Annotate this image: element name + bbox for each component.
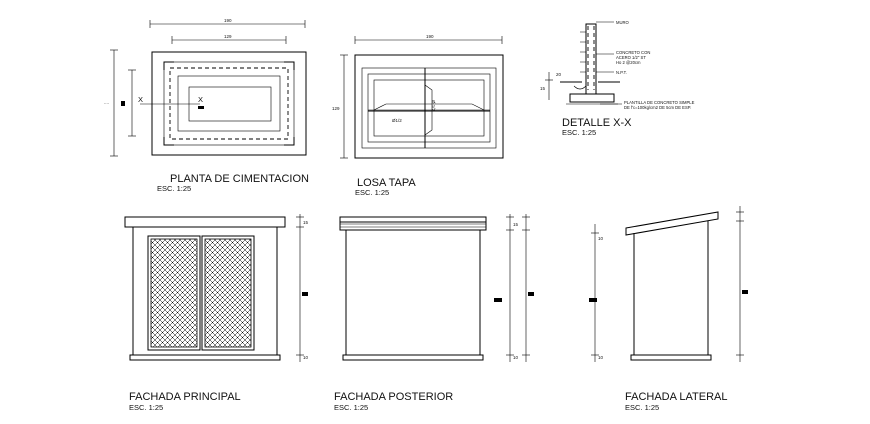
note-acero: ACERO 1/2" ST	[616, 55, 646, 60]
door-left	[147, 235, 201, 351]
posterior-body	[345, 229, 481, 356]
losa-rebar-note: Ø1/2	[392, 118, 402, 123]
door-right	[201, 235, 255, 351]
detail-wall	[585, 23, 597, 95]
dim-outer-label: 190	[224, 18, 232, 23]
principal-roof-slab	[124, 216, 286, 228]
principal-dim-top: 15	[303, 220, 309, 225]
planta-cimentacion-title: PLANTA DE CIMENTACION	[170, 173, 309, 185]
lateral-dim-top: 10	[598, 236, 604, 241]
detalle-scale: ESC. 1:25	[562, 128, 596, 137]
planta-cimentacion-scale: ESC. 1:25	[157, 184, 191, 193]
principal-dim-bottom: 10	[303, 355, 309, 360]
section-mark-x-right: X	[198, 95, 203, 104]
note-plantilla: PLANTILLA DE CONCRETO SIMPLE	[624, 100, 695, 105]
lateral-roof	[625, 211, 719, 236]
losa-rebar-vertical-label: Ø 1/2	[431, 100, 436, 112]
losa-tapa-view: 190 129 Ø 1/2 Ø1/2 LOSA TAPA ESC. 1:25	[332, 34, 504, 197]
fachada-lateral-scale: ESC. 1:25	[625, 403, 659, 412]
fachada-principal-scale: ESC. 1:25	[129, 403, 163, 412]
losa-dim-side-label: 129	[332, 106, 340, 111]
losa-tapa-scale: ESC. 1:25	[355, 188, 389, 197]
note-concreto: CONCRETO CON	[616, 50, 650, 55]
detalle-xx-view: 15 20 MURO CONCRETO CON ACERO 1/2" ST Ho…	[540, 20, 695, 137]
fachada-principal-title: FACHADA PRINCIPAL	[129, 391, 241, 403]
lateral-dim-bottom: 10	[598, 355, 604, 360]
fachada-lateral-view: 10 10 FACHADA LATERAL ESC. 1:25	[589, 206, 748, 412]
inner-pit	[188, 86, 272, 122]
foundation-outline	[151, 51, 307, 156]
fachada-principal-view: 15 10 FACHADA PRINCIPAL ESC. 1:25	[124, 214, 309, 412]
detail-footing	[569, 93, 615, 103]
posterior-roof-top	[339, 216, 487, 223]
posterior-dim-top: 15	[513, 222, 519, 227]
losa-tapa-title: LOSA TAPA	[357, 177, 416, 189]
losa-dim-top-label: 190	[426, 34, 434, 39]
fachada-lateral-title: FACHADA LATERAL	[625, 391, 728, 403]
losa-outline	[354, 54, 504, 159]
note-muro: MURO	[616, 20, 630, 25]
dim-inner-label: 129	[224, 34, 232, 39]
posterior-dim-bottom: 10	[513, 355, 519, 360]
planta-cimentacion-view: 190 129 .... X X PLANTA DE CIMENTACION E…	[104, 18, 309, 193]
detalle-title: DETALLE X-X	[562, 117, 632, 129]
fachada-posterior-view: 15 10 FACHADA POSTERIOR ESC. 1:25	[334, 214, 534, 412]
detail-dim-2: 20	[556, 72, 562, 77]
note-plantilla-2: DE f'c=100kg/cm2 DE 5cm DE ESP.	[624, 105, 691, 110]
note-ho: Ho 2 @20cm	[616, 60, 641, 65]
detail-dim-1: 15	[540, 86, 546, 91]
fachada-posterior-title: FACHADA POSTERIOR	[334, 391, 453, 403]
svg-text:....: ....	[104, 100, 109, 105]
fachada-posterior-scale: ESC. 1:25	[334, 403, 368, 412]
section-mark-x-left: X	[138, 95, 143, 104]
note-npt: N.P.T.	[616, 70, 627, 75]
